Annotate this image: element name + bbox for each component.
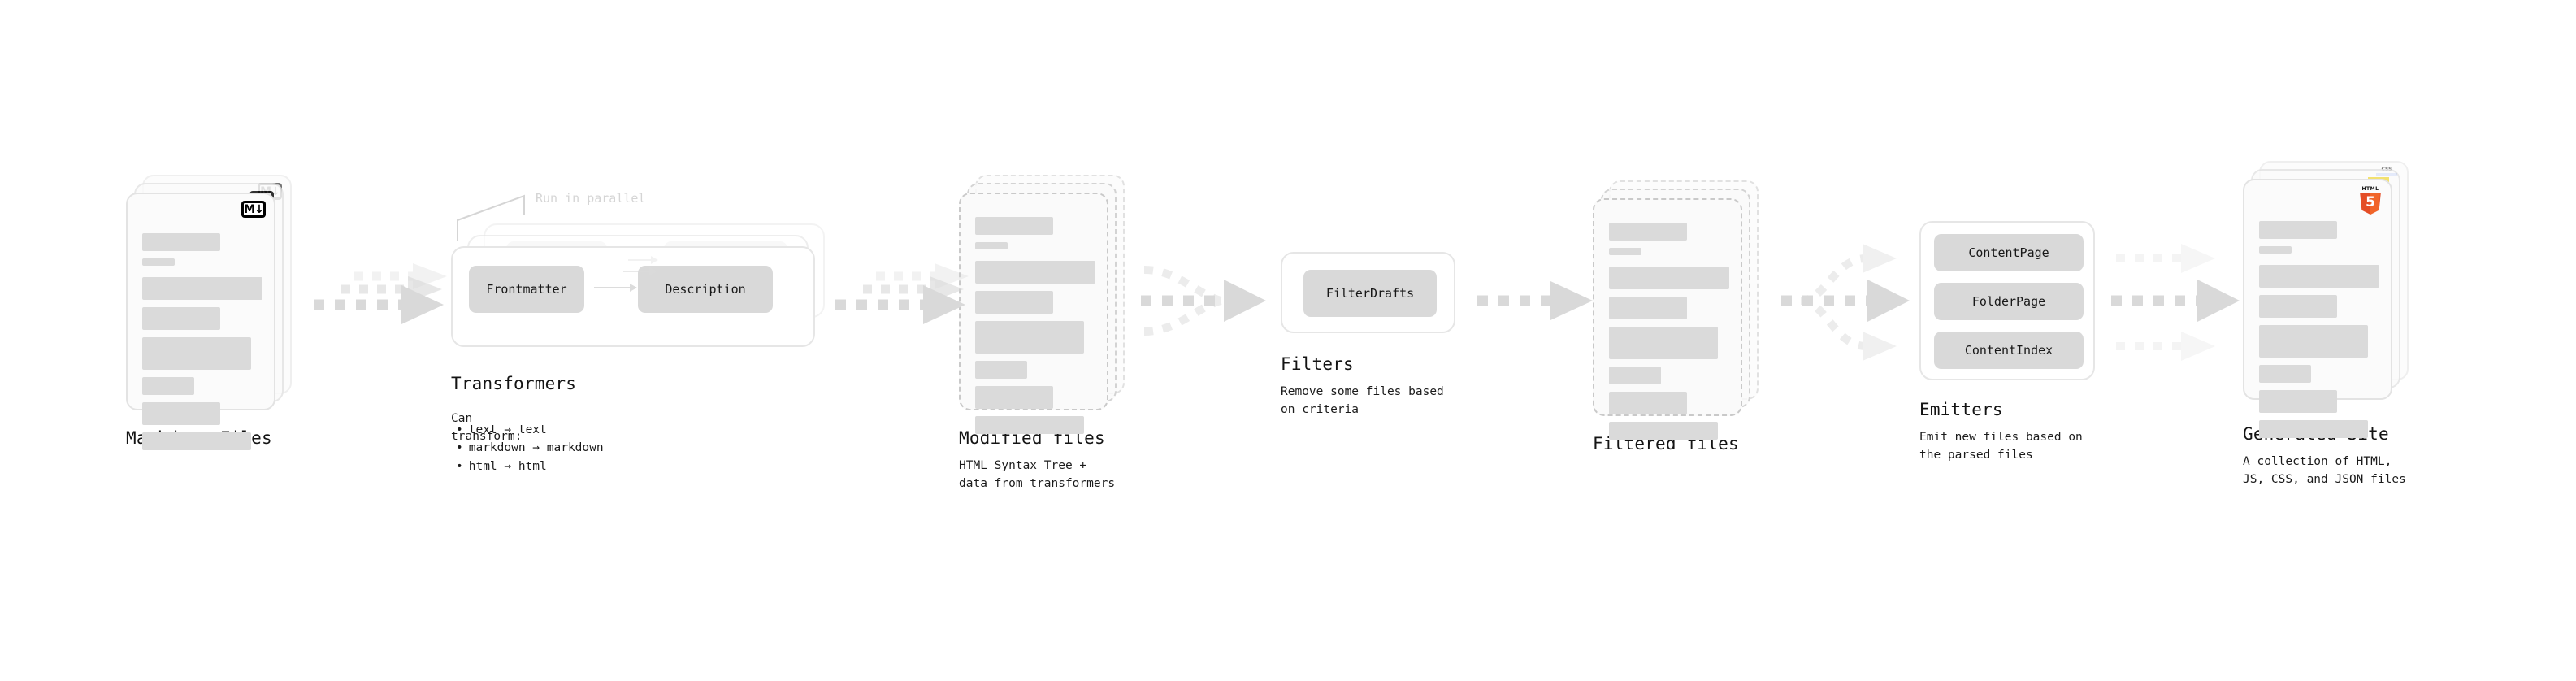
- generated-card-stack: CSS HTML 5: [2243, 161, 2413, 438]
- emitters-box: ContentPage FolderPage ContentIndex: [1919, 221, 2095, 380]
- placeholder-line: [975, 291, 1053, 314]
- filters-box-wrap: FilterDrafts: [1281, 252, 1455, 333]
- placeholder-line: [142, 307, 220, 330]
- placeholder-line: [1609, 422, 1718, 440]
- plugin-frontmatter-label: Frontmatter: [486, 282, 567, 297]
- plugin-contentindex-label: ContentIndex: [1964, 343, 2053, 358]
- placeholder-line: [1609, 392, 1687, 414]
- stage-emitters: ContentPage FolderPage ContentIndex Emit…: [1919, 221, 2095, 465]
- inner-arrow-middle: [623, 267, 657, 275]
- modified-card-stack: [959, 175, 1130, 434]
- transformers-stack: Frontmatter Description: [451, 223, 841, 347]
- placeholder-line: [142, 258, 175, 266]
- transformers-box-front: Frontmatter Description: [451, 246, 815, 347]
- placeholder-line: [975, 386, 1053, 409]
- stage-filters: FilterDrafts Filters Remove some files b…: [1281, 252, 1455, 419]
- plugin-folderpage-label: FolderPage: [1971, 294, 2046, 309]
- placeholder-line: [1609, 297, 1687, 319]
- placeholder-line: [975, 217, 1053, 235]
- modified-files-desc: HTML Syntax Tree + data from transformer…: [959, 459, 1116, 490]
- arrow-transformers-to-modified: [835, 263, 969, 324]
- emitters-box-wrap: ContentPage FolderPage ContentIndex: [1919, 221, 2095, 380]
- placeholder-line: [1609, 248, 1641, 255]
- stage-generated-site: CSS HTML 5: [2243, 161, 2413, 489]
- transformers-bullet-0: text → text: [451, 421, 604, 439]
- placeholder-line: [2259, 365, 2311, 383]
- html5-badge-word: HTML: [2361, 186, 2379, 192]
- generated-card-html: HTML 5: [2243, 179, 2392, 438]
- filtered-card-front: [1593, 198, 1742, 440]
- run-in-parallel-bracket: [457, 194, 525, 241]
- emitters-desc: Emit new files based on the parsed files: [1919, 431, 2083, 462]
- html5-shield-icon: 5: [2360, 193, 2381, 215]
- plugin-filterdrafts-label: FilterDrafts: [1325, 286, 1415, 301]
- placeholder-line: [142, 377, 194, 395]
- stage-filtered-files: Filtered files: [1593, 180, 1763, 453]
- plugin-description-label: Description: [665, 282, 746, 297]
- plugin-contentpage[interactable]: ContentPage: [1934, 234, 2084, 271]
- placeholder-line: [1609, 327, 1718, 359]
- placeholder-line: [1609, 367, 1661, 384]
- placeholder-line: [975, 361, 1027, 379]
- placeholder-line: [142, 402, 220, 425]
- filters-box: FilterDrafts: [1281, 252, 1455, 333]
- plugin-contentindex[interactable]: ContentIndex: [1934, 332, 2084, 369]
- filtered-card-stack: [1593, 180, 1763, 440]
- placeholder-line: [2259, 265, 2379, 288]
- placeholder-line: [975, 261, 1095, 284]
- card-placeholder-lines: [975, 217, 1095, 441]
- placeholder-line: [1609, 267, 1729, 289]
- markdown-card-front: M↓: [126, 193, 275, 450]
- markdown-badge-label: M: [244, 202, 255, 216]
- transformers-bullets: text → text markdown → markdown html → h…: [451, 421, 604, 475]
- modified-card-front: [959, 193, 1108, 434]
- inner-arrow-back: [628, 256, 658, 264]
- card-placeholder-lines: [1609, 223, 1729, 447]
- plugin-folderpage[interactable]: FolderPage: [1934, 283, 2084, 320]
- placeholder-line: [2259, 390, 2337, 413]
- inner-arrow-front: [594, 284, 637, 292]
- arrow-filtered-to-emitters: [1781, 244, 1910, 361]
- placeholder-line: [1609, 223, 1687, 241]
- arrow-filters-to-filtered: [1477, 281, 1593, 320]
- plugin-description[interactable]: Description: [638, 266, 773, 313]
- placeholder-line: [2259, 221, 2337, 239]
- arrow-modified-to-filters: [1141, 266, 1266, 336]
- filters-desc: Remove some files based on criteria: [1281, 385, 1444, 416]
- markdown-card-stack: M↓ M↓ M↓: [126, 175, 297, 450]
- placeholder-line: [975, 242, 1008, 249]
- placeholder-line: [142, 277, 262, 300]
- plugin-frontmatter[interactable]: Frontmatter: [469, 266, 584, 313]
- run-in-parallel-label: Run in parallel: [536, 191, 646, 206]
- stage-markdown-files: M↓ M↓ M↓ Markdown Files: [126, 175, 297, 450]
- placeholder-line: [2259, 295, 2337, 318]
- placeholder-line: [975, 321, 1084, 354]
- markdown-badge: M↓: [241, 201, 266, 218]
- placeholder-line: [142, 337, 251, 370]
- page-title-transformers: Transformers: [451, 374, 577, 393]
- placeholder-line: [142, 432, 251, 450]
- placeholder-line: [2259, 246, 2292, 254]
- html5-badge-number: 5: [2366, 193, 2375, 210]
- plugin-contentpage-label: ContentPage: [1968, 245, 2049, 260]
- generated-site-desc: A collection of HTML, JS, CSS, and JSON …: [2243, 455, 2406, 486]
- markdown-badge-arrow: ↓: [254, 202, 264, 216]
- card-placeholder-lines: [2259, 221, 2379, 445]
- placeholder-line: [142, 233, 220, 251]
- arrow-markdown-to-transformers: [314, 263, 447, 324]
- placeholder-line: [2259, 420, 2368, 438]
- page-title-filters: Filters: [1281, 354, 1354, 374]
- html5-badge: HTML 5: [2358, 187, 2383, 215]
- plugin-filterdrafts[interactable]: FilterDrafts: [1303, 270, 1437, 317]
- page-title-emitters: Emitters: [1919, 400, 2003, 419]
- transformers-bullet-1: markdown → markdown: [451, 439, 604, 457]
- placeholder-line: [975, 416, 1084, 434]
- card-placeholder-lines: [142, 233, 262, 458]
- transformers-bullet-2: html → html: [451, 458, 604, 475]
- placeholder-line: [2259, 325, 2368, 358]
- stage-modified-files: Modified files HTML Syntax Tree + data f…: [959, 175, 1130, 493]
- arrow-emitters-to-site: [2111, 244, 2240, 361]
